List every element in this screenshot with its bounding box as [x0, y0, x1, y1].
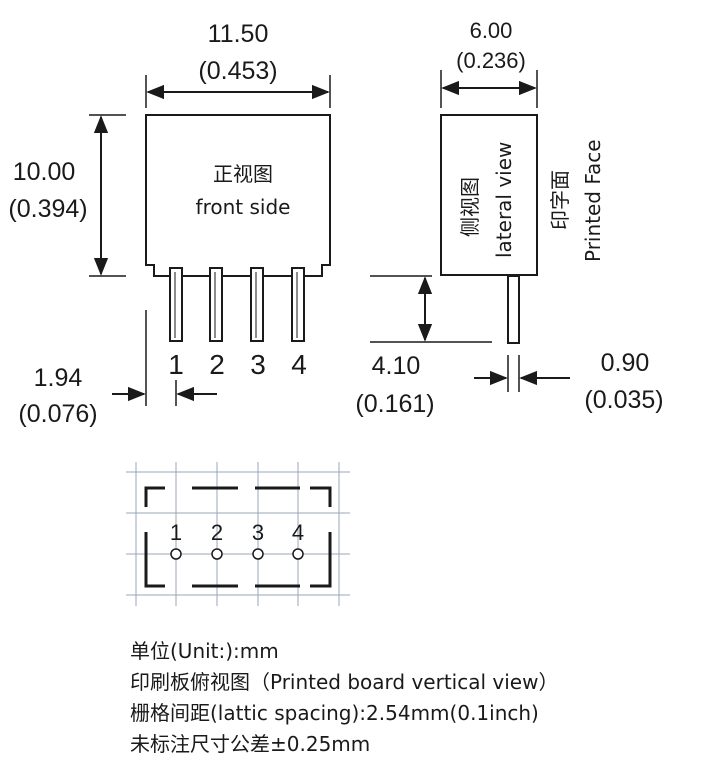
front-height-in: (0.394) — [8, 195, 87, 223]
front-pin-number-4: 4 — [291, 349, 307, 380]
front-pin-number-2: 2 — [209, 349, 225, 380]
side-width-mm: 6.00 — [470, 18, 513, 43]
front-pin-3 — [250, 267, 264, 342]
front-pin-number-3: 3 — [250, 349, 266, 380]
front-height-mm: 10.00 — [13, 158, 76, 186]
front-view-label-cn: 正视图 — [213, 162, 273, 186]
note-unit: 单位(Unit:):mm — [130, 639, 279, 663]
pin-width-in: (0.035) — [584, 386, 663, 414]
front-width-in: (0.453) — [198, 57, 277, 85]
board-pad-4 — [292, 548, 304, 560]
board-pin-number-4: 4 — [292, 520, 304, 545]
front-view — [89, 75, 331, 406]
board-pin-number-3: 3 — [252, 520, 264, 545]
notes-block: 单位(Unit:):mm 印刷板俯视图（Printed board vertic… — [130, 636, 700, 760]
board-pin-number-2: 2 — [211, 520, 223, 545]
pin-offset-mm: 1.94 — [34, 364, 83, 392]
side-width-in: (0.236) — [456, 48, 526, 73]
front-width-mm: 11.50 — [208, 20, 269, 48]
front-body-outline — [145, 114, 331, 277]
note-board-view: 印刷板俯视图（Printed board vertical view） — [130, 670, 559, 694]
pin-length-in: (0.161) — [355, 390, 434, 418]
pin-width-mm: 0.90 — [601, 349, 650, 377]
board-grid — [126, 462, 350, 606]
side-view-label-en: lateral view — [492, 142, 516, 258]
printed-face-label-cn: 印字面 — [548, 170, 572, 230]
note-tolerance: 未标注尺寸公差±0.25mm — [130, 732, 371, 756]
board-pad-3 — [252, 548, 264, 560]
front-pin-1 — [169, 267, 183, 342]
board-pin-number-1: 1 — [170, 520, 182, 545]
front-pin-number-1: 1 — [168, 349, 184, 380]
board-outline-dashed — [144, 486, 332, 588]
board-pads — [170, 548, 304, 560]
side-pin — [507, 275, 520, 344]
pin-offset-in: (0.076) — [18, 400, 97, 428]
board-pad-1 — [170, 548, 182, 560]
front-pin-4 — [291, 267, 305, 342]
side-body-outline — [440, 114, 538, 276]
board-pad-2 — [211, 548, 223, 560]
side-view-label-cn: 侧视图 — [458, 177, 482, 237]
front-pin-2 — [209, 267, 223, 342]
front-view-label-en: front side — [196, 195, 291, 219]
printed-face-label-en: Printed Face — [581, 139, 605, 262]
note-grid-spacing: 栅格间距(lattic spacing):2.54mm(0.1inch) — [130, 701, 539, 725]
pin-length-mm: 4.10 — [372, 352, 421, 380]
side-view — [370, 70, 570, 392]
